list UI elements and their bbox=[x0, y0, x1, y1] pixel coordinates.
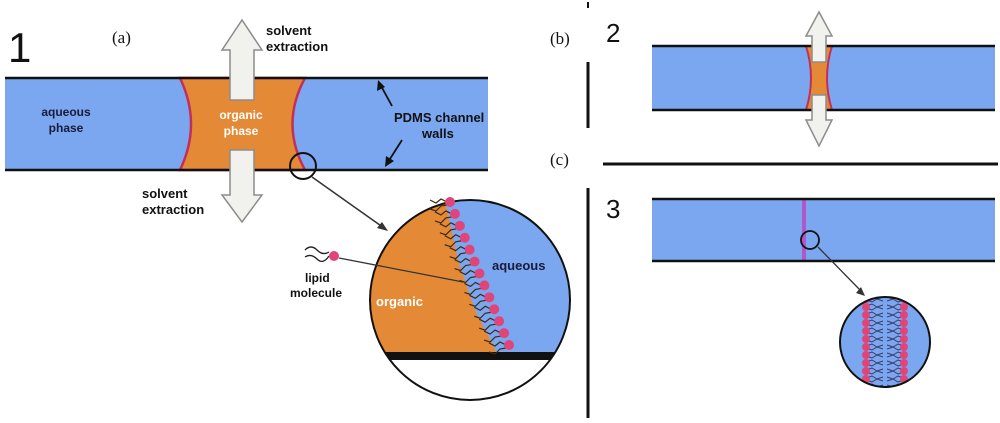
lipid-head bbox=[504, 340, 514, 350]
lipid-head bbox=[494, 316, 505, 327]
lipid-head bbox=[489, 304, 500, 315]
lipid-molecule-label: lipid bbox=[305, 271, 330, 285]
lipid-molecule-tail bbox=[304, 246, 330, 263]
bilayer-head bbox=[900, 351, 908, 359]
panel-3-number: 3 bbox=[606, 194, 620, 224]
bilayer-head bbox=[862, 335, 870, 343]
zoom-connector-3-head bbox=[856, 287, 865, 296]
panel-3-letter: (c) bbox=[550, 150, 569, 169]
panel-2-number: 2 bbox=[606, 18, 620, 48]
bilayer-head bbox=[862, 303, 870, 311]
zoom-inset-1 bbox=[369, 197, 571, 401]
bilayer-head bbox=[900, 327, 908, 335]
bilayer-tail bbox=[866, 392, 883, 398]
lipid-head bbox=[479, 280, 490, 291]
bilayer-head bbox=[900, 335, 908, 343]
bilayer-head bbox=[900, 319, 908, 327]
panel-1-number: 1 bbox=[8, 24, 31, 71]
lipid-tails bbox=[429, 198, 507, 355]
solvent-extraction-bottom-label-2: extraction bbox=[142, 202, 204, 217]
lipid-head bbox=[464, 244, 475, 255]
solvent-extraction-top-label: solvent bbox=[266, 23, 312, 38]
lipid-head bbox=[449, 208, 460, 219]
panel-1 bbox=[5, 18, 571, 401]
bilayer-tail bbox=[887, 288, 904, 294]
lipid-tail bbox=[483, 329, 502, 343]
lipid-connector bbox=[338, 257, 464, 283]
pdms-arrowhead-top bbox=[377, 80, 385, 91]
bilayer-head bbox=[862, 391, 870, 399]
lipid-bilayer bbox=[802, 199, 806, 261]
magnifier-ring bbox=[289, 152, 317, 180]
lipid-tail bbox=[439, 222, 458, 236]
pdms-label: PDMS channel bbox=[394, 110, 484, 125]
bilayer-tail bbox=[887, 392, 904, 398]
zoom-organic-label: organic bbox=[376, 294, 423, 309]
lipid-tail bbox=[434, 210, 453, 224]
lipid-tail bbox=[473, 305, 492, 319]
zoom-connector bbox=[311, 176, 385, 229]
bilayer-head bbox=[862, 327, 870, 335]
lipid-head bbox=[499, 328, 510, 339]
bilayer-head bbox=[900, 391, 908, 399]
lipid-tail bbox=[464, 281, 482, 296]
panel-2 bbox=[652, 10, 995, 148]
organic-phase-label: organic bbox=[219, 108, 263, 122]
panel-2-arrow-up bbox=[804, 10, 834, 63]
bilayer-head bbox=[862, 343, 870, 351]
panel-1-letter: (a) bbox=[112, 28, 131, 47]
panel-2-arrow-down bbox=[804, 94, 834, 148]
bilayer-head bbox=[900, 359, 908, 367]
aqueous-phase-label-2: phase bbox=[49, 121, 84, 135]
aqueous-channel-3 bbox=[652, 199, 995, 261]
lipid-head bbox=[454, 220, 465, 231]
organic-phase-label-2: phase bbox=[224, 124, 259, 138]
zoom-connector-head bbox=[377, 222, 388, 231]
panel-2-letter: (b) bbox=[550, 29, 570, 48]
aqueous-phase-label: aqueous bbox=[41, 105, 91, 119]
magnifier-ring-3 bbox=[800, 230, 820, 250]
zoom-connector-3 bbox=[817, 246, 863, 293]
zoom-organic-region bbox=[370, 200, 498, 355]
lipid-tail bbox=[478, 317, 497, 331]
bilayer-head bbox=[862, 319, 870, 327]
lipid-molecule-head bbox=[329, 251, 339, 261]
solvent-extraction-arrow-up bbox=[220, 18, 264, 101]
lipid-heads bbox=[445, 197, 514, 350]
solvent-extraction-top-label-2: extraction bbox=[266, 39, 328, 54]
lipid-head bbox=[469, 256, 480, 267]
lipid-head bbox=[445, 197, 455, 207]
lipid-tail bbox=[488, 341, 507, 355]
lipid-head bbox=[474, 268, 485, 279]
solvent-extraction-bottom-label: solvent bbox=[142, 186, 188, 201]
bilayer-head bbox=[862, 367, 870, 375]
pdms-arrowhead-bottom bbox=[385, 156, 394, 167]
pdms-pointer-bottom bbox=[387, 139, 403, 163]
zoom-aqueous-label: aqueous bbox=[492, 258, 545, 273]
lipid-head bbox=[484, 292, 495, 303]
lipid-molecule-label-2: molecule bbox=[290, 286, 342, 300]
solvent-extraction-arrow-down bbox=[220, 149, 264, 224]
bilayer-head bbox=[900, 367, 908, 375]
lipid-tail bbox=[469, 293, 487, 308]
bilayer-head bbox=[900, 343, 908, 351]
lipid-tail bbox=[429, 198, 448, 212]
bilayer-head bbox=[900, 311, 908, 319]
lipid-tail bbox=[454, 257, 472, 272]
zoom-inset-3 bbox=[839, 287, 931, 399]
bilayer-head bbox=[900, 287, 908, 295]
zoom-channel-wall bbox=[370, 352, 570, 360]
bilayer-tail bbox=[866, 288, 883, 294]
bilayer-head bbox=[900, 303, 908, 311]
panel-3 bbox=[652, 197, 995, 399]
lipid-tail bbox=[449, 245, 467, 260]
bilayer-head bbox=[862, 351, 870, 359]
lipid-tail bbox=[444, 234, 463, 248]
bilayer-head bbox=[862, 311, 870, 319]
lipid-head bbox=[459, 232, 470, 243]
pdms-label-2: walls bbox=[421, 126, 454, 141]
bilayer-head bbox=[862, 359, 870, 367]
